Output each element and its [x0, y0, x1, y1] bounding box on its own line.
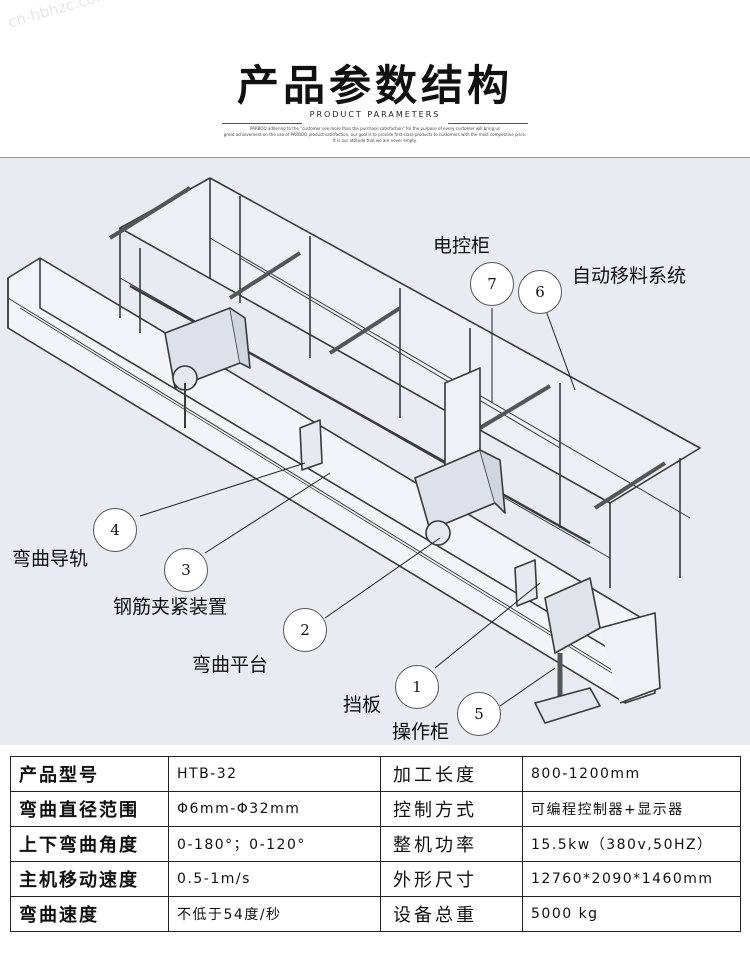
callout-4: 4	[93, 508, 137, 552]
spec-key: 控制方式	[380, 791, 523, 827]
machine-drawing	[7, 177, 701, 724]
table-row: 弯曲直径范围 Φ6mm-Φ32mm 控制方式 可编程控制器+显示器	[10, 791, 741, 827]
spec-value: 0.5-1m/s	[168, 861, 381, 897]
label-bending-rail: 弯曲导轨	[12, 548, 89, 570]
label-clamping-device: 钢筋夹紧装置	[113, 596, 228, 618]
description-line-1: PARBOO adhering to the "customer see mor…	[249, 126, 500, 131]
spec-key: 加工长度	[380, 756, 523, 792]
callout-3: 3	[164, 548, 208, 592]
label-auto-feeding-system: 自动移料系统	[572, 265, 687, 287]
leader-6	[544, 307, 576, 391]
spec-value: 800-1200mm	[522, 756, 741, 792]
table-row: 产品型号 HTB-32 加工长度 800-1200mm	[10, 756, 741, 792]
page-header: cn-hbhzc.com 产品参数结构 PRODUCT PARAMETERS P…	[0, 0, 750, 160]
table-row: 弯曲速度 不低于54度/秒 设备总重 5000 kg	[10, 896, 741, 932]
spec-value: 可编程控制器+显示器	[522, 791, 741, 827]
label-operation-console: 操作柜	[392, 721, 450, 743]
machine-structure-diagram: 电控柜 自动移料系统 弯曲导轨 钢筋夹紧装置 弯曲平台 挡板 操作柜 7 6 4…	[0, 158, 750, 745]
subtitle-rule-right	[448, 123, 528, 124]
header-divider	[0, 157, 750, 158]
callout-2: 2	[283, 608, 327, 652]
label-bending-platform: 弯曲平台	[192, 654, 269, 676]
page-subtitle: PRODUCT PARAMETERS	[309, 110, 441, 119]
callout-5: 5	[457, 692, 501, 736]
spec-value: 5000 kg	[522, 896, 741, 932]
spec-key: 整机功率	[380, 826, 523, 862]
leader-5	[499, 667, 556, 707]
leader-2	[324, 537, 441, 619]
page-title: 产品参数结构	[236, 61, 513, 110]
callout-1: 1	[395, 665, 439, 709]
spec-value: 0-180°；0-120°	[168, 826, 381, 862]
watermark: cn-hbhzc.com	[6, 0, 112, 32]
spec-key: 主机移动速度	[10, 861, 169, 897]
spec-table: 产品型号 HTB-32 加工长度 800-1200mm 弯曲直径范围 Φ6mm-…	[10, 756, 741, 932]
spec-key: 设备总重	[380, 896, 523, 932]
spec-key: 外形尺寸	[380, 861, 523, 897]
spec-key: 产品型号	[10, 756, 169, 792]
leader-1	[434, 582, 541, 669]
callout-6: 6	[518, 270, 562, 314]
table-row: 主机移动速度 0.5-1m/s 外形尺寸 12760*2090*1460mm	[10, 861, 741, 897]
spec-value: 不低于54度/秒	[168, 896, 381, 932]
table-row: 上下弯曲角度 0-180°；0-120° 整机功率 15.5kw（380v,50…	[10, 826, 741, 862]
subtitle-rule-left	[222, 123, 302, 124]
spec-key: 弯曲速度	[10, 896, 169, 932]
leader-3	[204, 472, 331, 554]
spec-key: 上下弯曲角度	[10, 826, 169, 862]
label-stop-plate: 挡板	[343, 694, 382, 716]
description-line-3: It is our attitude that we are never emp…	[333, 138, 417, 143]
description-line-2: great achievement on the use of PARBOO p…	[223, 132, 527, 137]
callout-7: 7	[470, 262, 514, 306]
spec-value: Φ6mm-Φ32mm	[168, 791, 381, 827]
leader-4	[139, 462, 306, 517]
spec-value: HTB-32	[168, 756, 381, 792]
label-electric-cabinet: 电控柜	[433, 235, 491, 257]
spec-value: 12760*2090*1460mm	[522, 861, 741, 897]
spec-key: 弯曲直径范围	[10, 791, 169, 827]
spec-value: 15.5kw（380v,50HZ）	[522, 826, 741, 862]
